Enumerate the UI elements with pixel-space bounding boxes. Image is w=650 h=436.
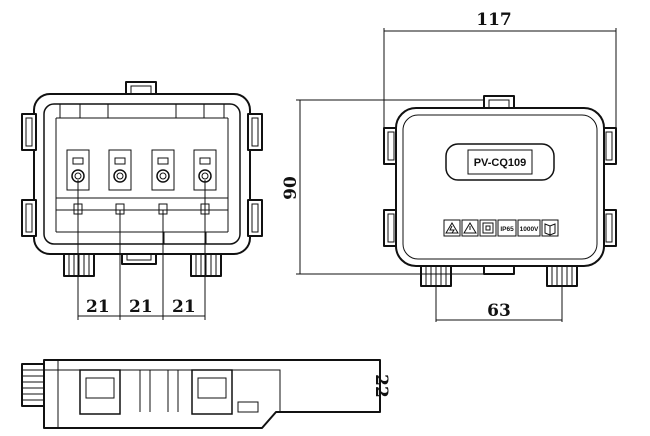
cable-gland-left — [63, 253, 95, 277]
model-label: PV-CQ109 — [474, 157, 527, 169]
width-label: 117 — [476, 10, 512, 30]
front-view-interior: 21 21 21 — [21, 81, 263, 320]
depth-label: 22 — [371, 374, 391, 398]
ip-rating-symbol: IP65 — [500, 226, 514, 233]
pitch-label-1: 21 — [86, 297, 110, 317]
marking-symbols: IP65 1000V — [443, 219, 559, 237]
connector-spacing-label: 63 — [487, 301, 511, 321]
height-label: 90 — [281, 176, 301, 200]
cable-gland-right — [190, 253, 222, 277]
front-view-lid: PV-CQ109 IP65 1000V — [281, 10, 617, 322]
lid-cable-gland-right — [546, 265, 578, 287]
height-dimension: 90 — [281, 99, 484, 275]
width-dimension: 117 — [383, 10, 617, 128]
pitch-label-2: 21 — [129, 297, 153, 317]
side-view: 22 — [21, 359, 391, 429]
lid-cable-gland-left — [420, 265, 452, 287]
voltage-rating-symbol: 1000V — [520, 226, 539, 233]
pitch-label-3: 21 — [172, 297, 196, 317]
label-plate: PV-CQ109 — [445, 143, 555, 181]
terminal-pitch-dimension: 21 21 21 — [77, 180, 206, 320]
connector-spacing-dimension: 63 — [435, 286, 563, 322]
